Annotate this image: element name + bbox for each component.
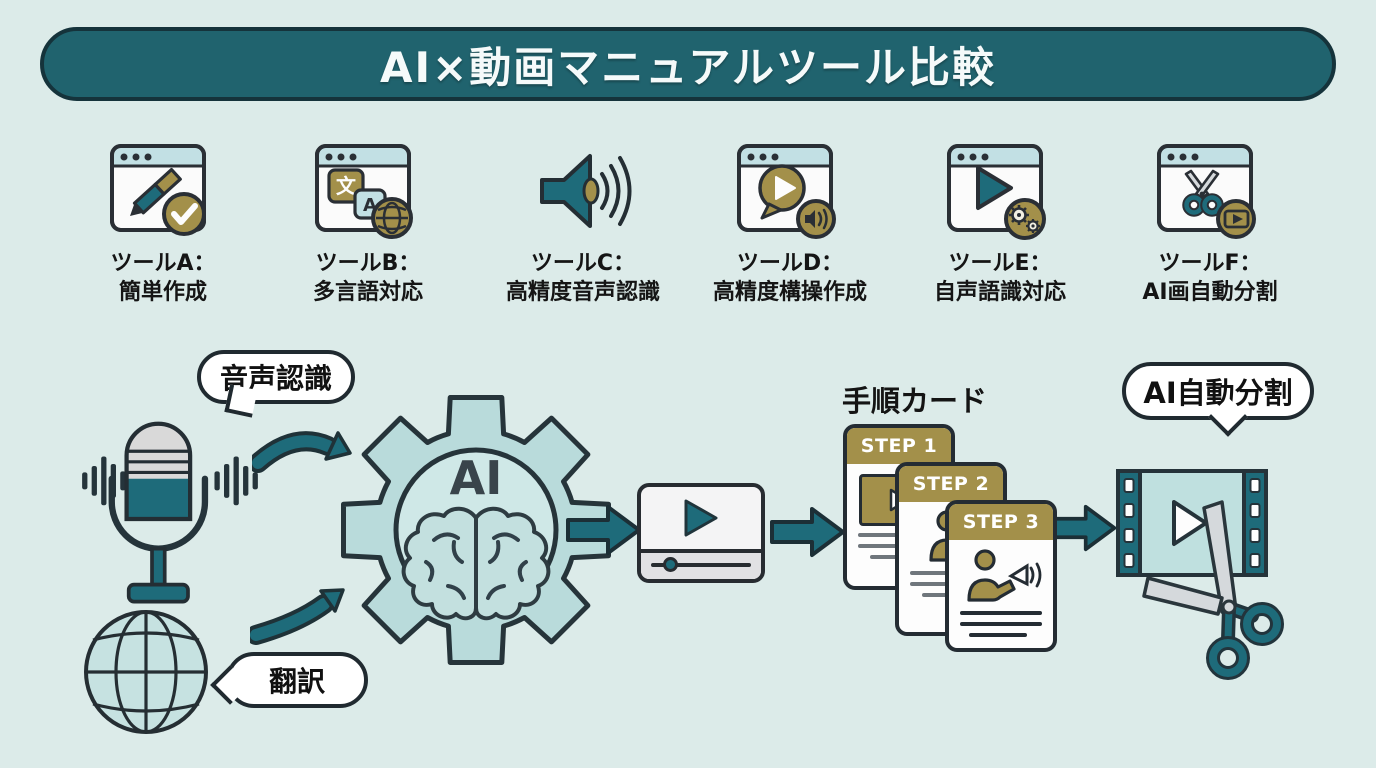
speech-bubble-ai-split: AI自動分割	[1122, 362, 1314, 437]
browser-play-gears-icon	[900, 142, 1100, 246]
video-screen	[641, 487, 761, 549]
svg-text:文: 文	[336, 174, 357, 198]
tool-card-d: ツールD： 高精度構操作成	[690, 142, 890, 307]
step-3-header: STEP 3	[949, 504, 1053, 540]
speech-bubble-voice-recognition: 音声認識	[197, 350, 355, 418]
tool-label: ツールF： AI画自動分割	[1142, 251, 1278, 305]
speech-bubble-translate: 翻訳	[210, 652, 368, 708]
play-icon	[684, 499, 718, 537]
tool-label: ツールB： 多言語対応	[312, 251, 423, 305]
tool-card-a: ツールA： 簡単作成	[63, 142, 263, 307]
ai-gear-brain-icon: AI	[336, 390, 616, 674]
tool-card-c: ツールC： 高精度音声認識	[483, 142, 683, 307]
title-banner: AI×動画マニュアルツール比較	[40, 27, 1336, 101]
video-player	[637, 483, 765, 583]
speaker-waves-icon	[483, 142, 683, 246]
bubble-tail	[210, 665, 250, 705]
tool-card-f: ツールF： AI画自動分割	[1110, 142, 1310, 307]
step-1-header: STEP 1	[847, 428, 951, 464]
microphone-icon	[80, 413, 260, 629]
tool-label: ツールD： 高精度構操作成	[712, 251, 867, 305]
browser-scissors-clip-icon	[1110, 142, 1310, 246]
tool-label: ツールC： 高精度音声認識	[505, 251, 660, 305]
page-title: AI×動画マニュアルツール比較	[379, 42, 997, 92]
step-2-header: STEP 2	[899, 466, 1003, 502]
arrow-gear-to-video-icon	[566, 503, 642, 561]
tool-card-b: 文 A ツールB： 多言語対応	[268, 142, 468, 307]
tool-card-e: ツールE： 自声語識対応	[900, 142, 1100, 307]
globe-icon	[80, 606, 212, 742]
progress-track	[651, 563, 751, 567]
bubble-tail	[224, 384, 258, 418]
arrow-mic-to-gear-icon	[248, 423, 356, 479]
step-card-3: STEP 3	[945, 500, 1057, 652]
browser-pencil-check-icon	[63, 142, 263, 246]
tool-label: ツールA： 簡単作成	[110, 251, 216, 305]
arrow-globe-to-gear-icon	[246, 583, 358, 649]
tool-label: ツールE： 自声語識対応	[933, 251, 1066, 305]
browser-translate-globe-icon: 文 A	[268, 142, 468, 246]
video-progress-bar	[641, 549, 761, 579]
step-3-body	[949, 540, 1053, 645]
arrow-video-to-cards-icon	[770, 505, 846, 563]
progress-knob	[663, 557, 678, 572]
gear-ai-label: AI	[450, 451, 503, 505]
filmstrip-scissors-icon	[1116, 466, 1316, 690]
person-megaphone-icon	[967, 549, 1042, 602]
browser-chat-audio-icon	[690, 142, 890, 246]
step-cards-title: 手順カード	[842, 384, 988, 418]
